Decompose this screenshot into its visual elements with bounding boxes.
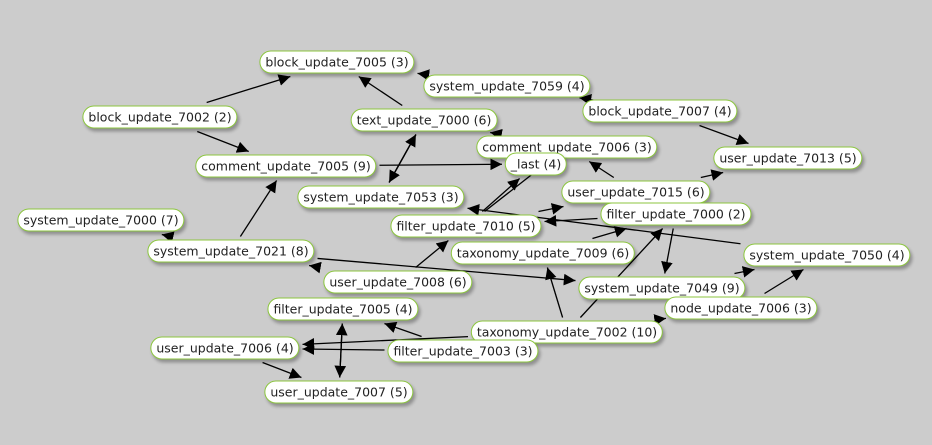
graph-node[interactable]: text_update_7000 (6) <box>350 108 498 132</box>
edge-arrow <box>699 124 749 145</box>
graph-node[interactable]: node_update_7006 (3) <box>664 296 818 320</box>
graph-node[interactable]: filter_update_7005 (4) <box>267 297 419 321</box>
graph-node[interactable]: comment_update_7006 (3) <box>476 135 658 159</box>
edge-arrow <box>384 321 422 338</box>
edge-arrow <box>206 74 291 104</box>
edge-arrow <box>239 180 278 237</box>
edge-arrow <box>490 128 503 141</box>
graph-node[interactable]: taxonomy_update_7009 (6) <box>450 241 636 265</box>
graph-node[interactable]: block_update_7007 (4) <box>582 99 738 123</box>
edge-arrow <box>544 215 598 227</box>
edge-arrow <box>467 203 741 245</box>
graph-node[interactable]: user_update_7013 (5) <box>713 146 863 170</box>
graph-node[interactable]: _last (4) <box>504 152 568 176</box>
edge-arrow <box>700 169 724 181</box>
edge-arrow <box>481 178 521 212</box>
edge-arrow <box>592 226 627 240</box>
graph-node[interactable]: system_update_7050 (4) <box>743 243 911 267</box>
edge-arrow <box>161 231 175 243</box>
edge-arrow <box>358 75 403 107</box>
graph-node[interactable]: block_update_7005 (3) <box>259 50 415 74</box>
edge-arrow <box>588 160 615 179</box>
graph-node[interactable]: filter_update_7000 (2) <box>600 202 752 226</box>
graph-node[interactable]: filter_update_7003 (3) <box>387 339 539 363</box>
edge-arrow <box>197 130 249 153</box>
graph-node[interactable]: taxonomy_update_7002 (10) <box>470 320 664 344</box>
edge-arrow <box>579 228 664 318</box>
edge-arrow <box>545 267 564 318</box>
graph-node[interactable]: system_update_7059 (4) <box>423 74 591 98</box>
edge-arrow <box>308 261 322 274</box>
edge-arrow <box>764 268 804 295</box>
edge-arrow <box>388 134 417 183</box>
edge-arrow <box>317 257 576 286</box>
edge-arrow <box>415 239 449 269</box>
edge-arrow <box>302 343 385 355</box>
edge-arrow <box>538 203 564 215</box>
edge-arrow <box>734 266 755 278</box>
graph-node[interactable]: comment_update_7005 (9) <box>195 154 377 178</box>
graph-node[interactable]: user_update_7008 (6) <box>323 270 473 294</box>
graph-node[interactable]: system_update_7021 (8) <box>147 239 315 263</box>
edge-arrow <box>653 314 667 326</box>
graph-node[interactable]: user_update_7006 (4) <box>150 336 300 360</box>
graph-node[interactable]: system_update_7000 (7) <box>17 208 185 232</box>
graph-node[interactable]: system_update_7049 (9) <box>578 276 746 300</box>
graph-node[interactable]: block_update_7002 (2) <box>82 105 238 129</box>
edge-arrow <box>334 323 347 378</box>
edge-arrow <box>379 158 503 171</box>
edge-arrow <box>302 335 469 350</box>
graph-node[interactable]: user_update_7007 (5) <box>264 380 414 404</box>
edge-arrow <box>661 228 674 274</box>
graph-node[interactable]: system_update_7053 (3) <box>297 185 465 209</box>
edge-arrow <box>262 361 302 379</box>
graph-node[interactable]: user_update_7015 (6) <box>561 180 711 204</box>
graph-node[interactable]: filter_update_7010 (5) <box>390 214 542 238</box>
